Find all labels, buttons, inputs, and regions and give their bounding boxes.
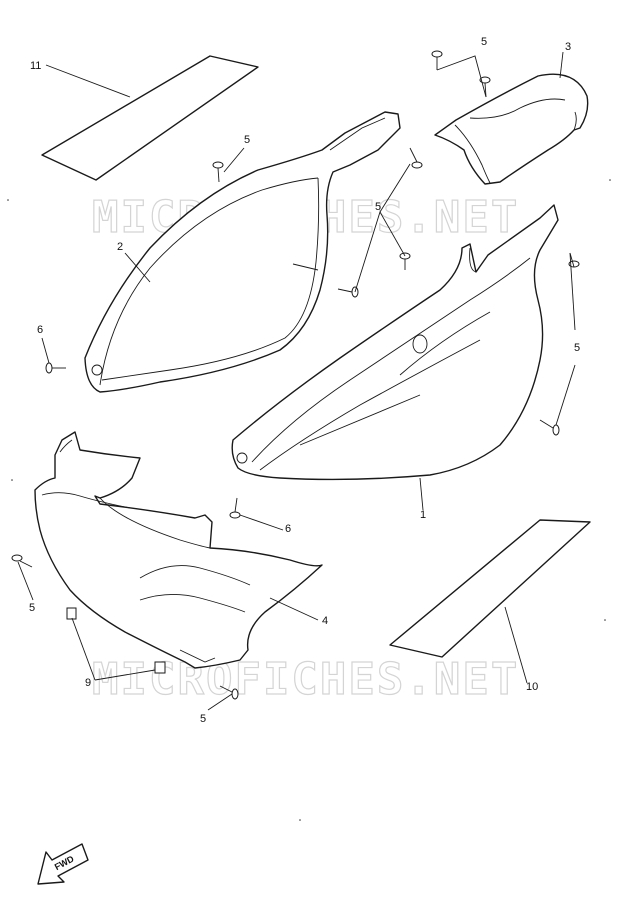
bolt-6-upper <box>45 362 66 374</box>
part-4-lower-cover <box>34 431 323 669</box>
callout-4: 4 <box>322 615 328 627</box>
callout-5-left: 5 <box>29 602 35 614</box>
callout-5-mid: 5 <box>375 201 381 213</box>
callout-9: 9 <box>85 677 91 689</box>
screw-5-upper-left <box>212 161 224 183</box>
part-11-decal <box>41 55 259 181</box>
screw-5-top-a <box>431 50 443 70</box>
callout-5-upper-left: 5 <box>244 134 250 146</box>
screw-5-left <box>11 554 33 568</box>
part-2-side-cover <box>84 111 401 393</box>
screw-5-upper-mid <box>409 147 423 169</box>
callout-2: 2 <box>117 241 123 253</box>
part-9-clip-a <box>66 607 77 620</box>
screw-5-right-a <box>568 252 580 268</box>
callout-10: 10 <box>526 681 538 693</box>
callout-5-top: 5 <box>481 36 487 48</box>
scan-specks <box>7 179 611 821</box>
bolt-6-lower <box>229 497 241 519</box>
screw-5-right-b <box>539 419 560 436</box>
part-9-clip-b <box>154 661 166 674</box>
part-1-side-cover <box>231 204 559 481</box>
leader-lines <box>17 51 576 711</box>
callout-5-right: 5 <box>574 342 580 354</box>
callout-6-upper: 6 <box>37 324 43 336</box>
callout-11: 11 <box>30 60 41 72</box>
callout-1: 1 <box>420 509 426 521</box>
part-10-decal <box>389 519 591 658</box>
part-3-tail-cover <box>434 73 589 185</box>
callout-5-bottom: 5 <box>200 713 206 725</box>
screw-5-mid-a <box>399 252 411 270</box>
callout-6-lower: 6 <box>285 523 291 535</box>
forward-arrow-icon: FWD <box>37 843 89 885</box>
callout-3: 3 <box>565 41 571 53</box>
